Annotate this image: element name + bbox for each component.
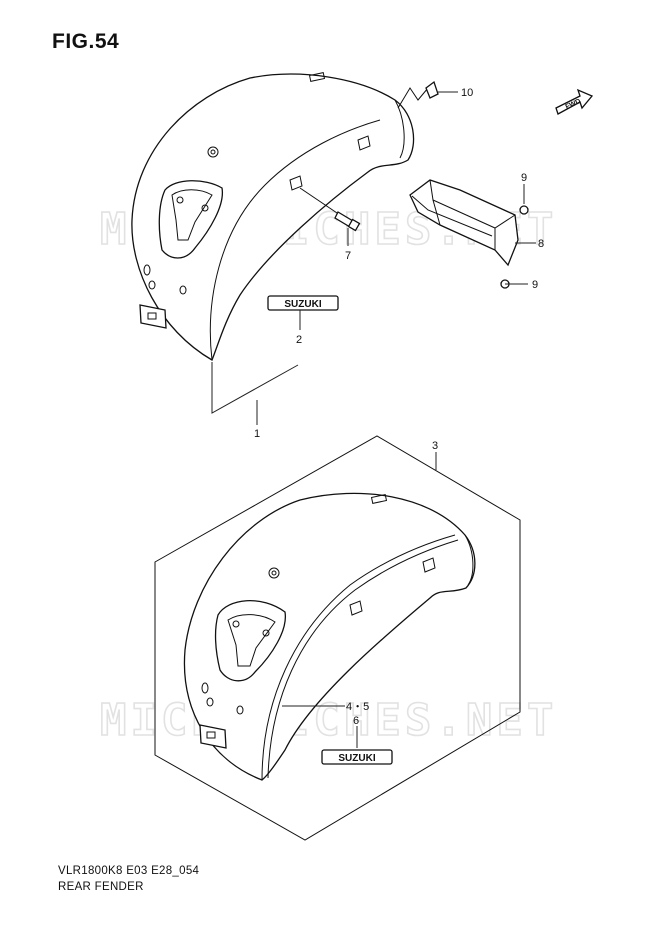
callout-3: 3: [432, 440, 438, 452]
callout-4-5: 4・5: [346, 701, 369, 713]
suzuki-emblem-part-6: SUZUKI: [321, 749, 393, 765]
emblem-text-assembly: SUZUKI: [338, 753, 375, 764]
bracket-part-8: [409, 179, 519, 267]
rear-fender-assembly: [183, 492, 476, 781]
rear-fender-part-1: [131, 72, 415, 361]
callout-8: 8: [538, 238, 544, 250]
callout-10: 10: [461, 87, 473, 99]
bolt-part-7: [299, 187, 361, 232]
callout-9-lower: 9: [532, 279, 538, 291]
caption-name: REAR FENDER: [58, 881, 144, 893]
forward-arrow-label: FWD: [565, 98, 582, 111]
leader-part-1: [211, 362, 299, 414]
caption-model-code: VLR1800K8 E03 E28_054: [58, 865, 200, 877]
assembly-box-part-3: [154, 435, 521, 841]
callout-6: 6: [353, 715, 359, 727]
callout-9-upper: 9: [521, 172, 527, 184]
suzuki-emblem-part-2: SUZUKI: [267, 295, 339, 311]
forward-arrow-icon: FWD: [555, 88, 594, 115]
screw-part-10: [397, 80, 439, 109]
emblem-text: SUZUKI: [284, 299, 321, 310]
callout-2: 2: [296, 334, 302, 346]
watermark-bottom: MICROFICHES.NET: [100, 695, 557, 746]
callout-1: 1: [254, 428, 260, 440]
nut-part-9-upper: [519, 205, 529, 215]
callout-7: 7: [345, 250, 351, 262]
figure-title: FIG.54: [52, 30, 120, 53]
